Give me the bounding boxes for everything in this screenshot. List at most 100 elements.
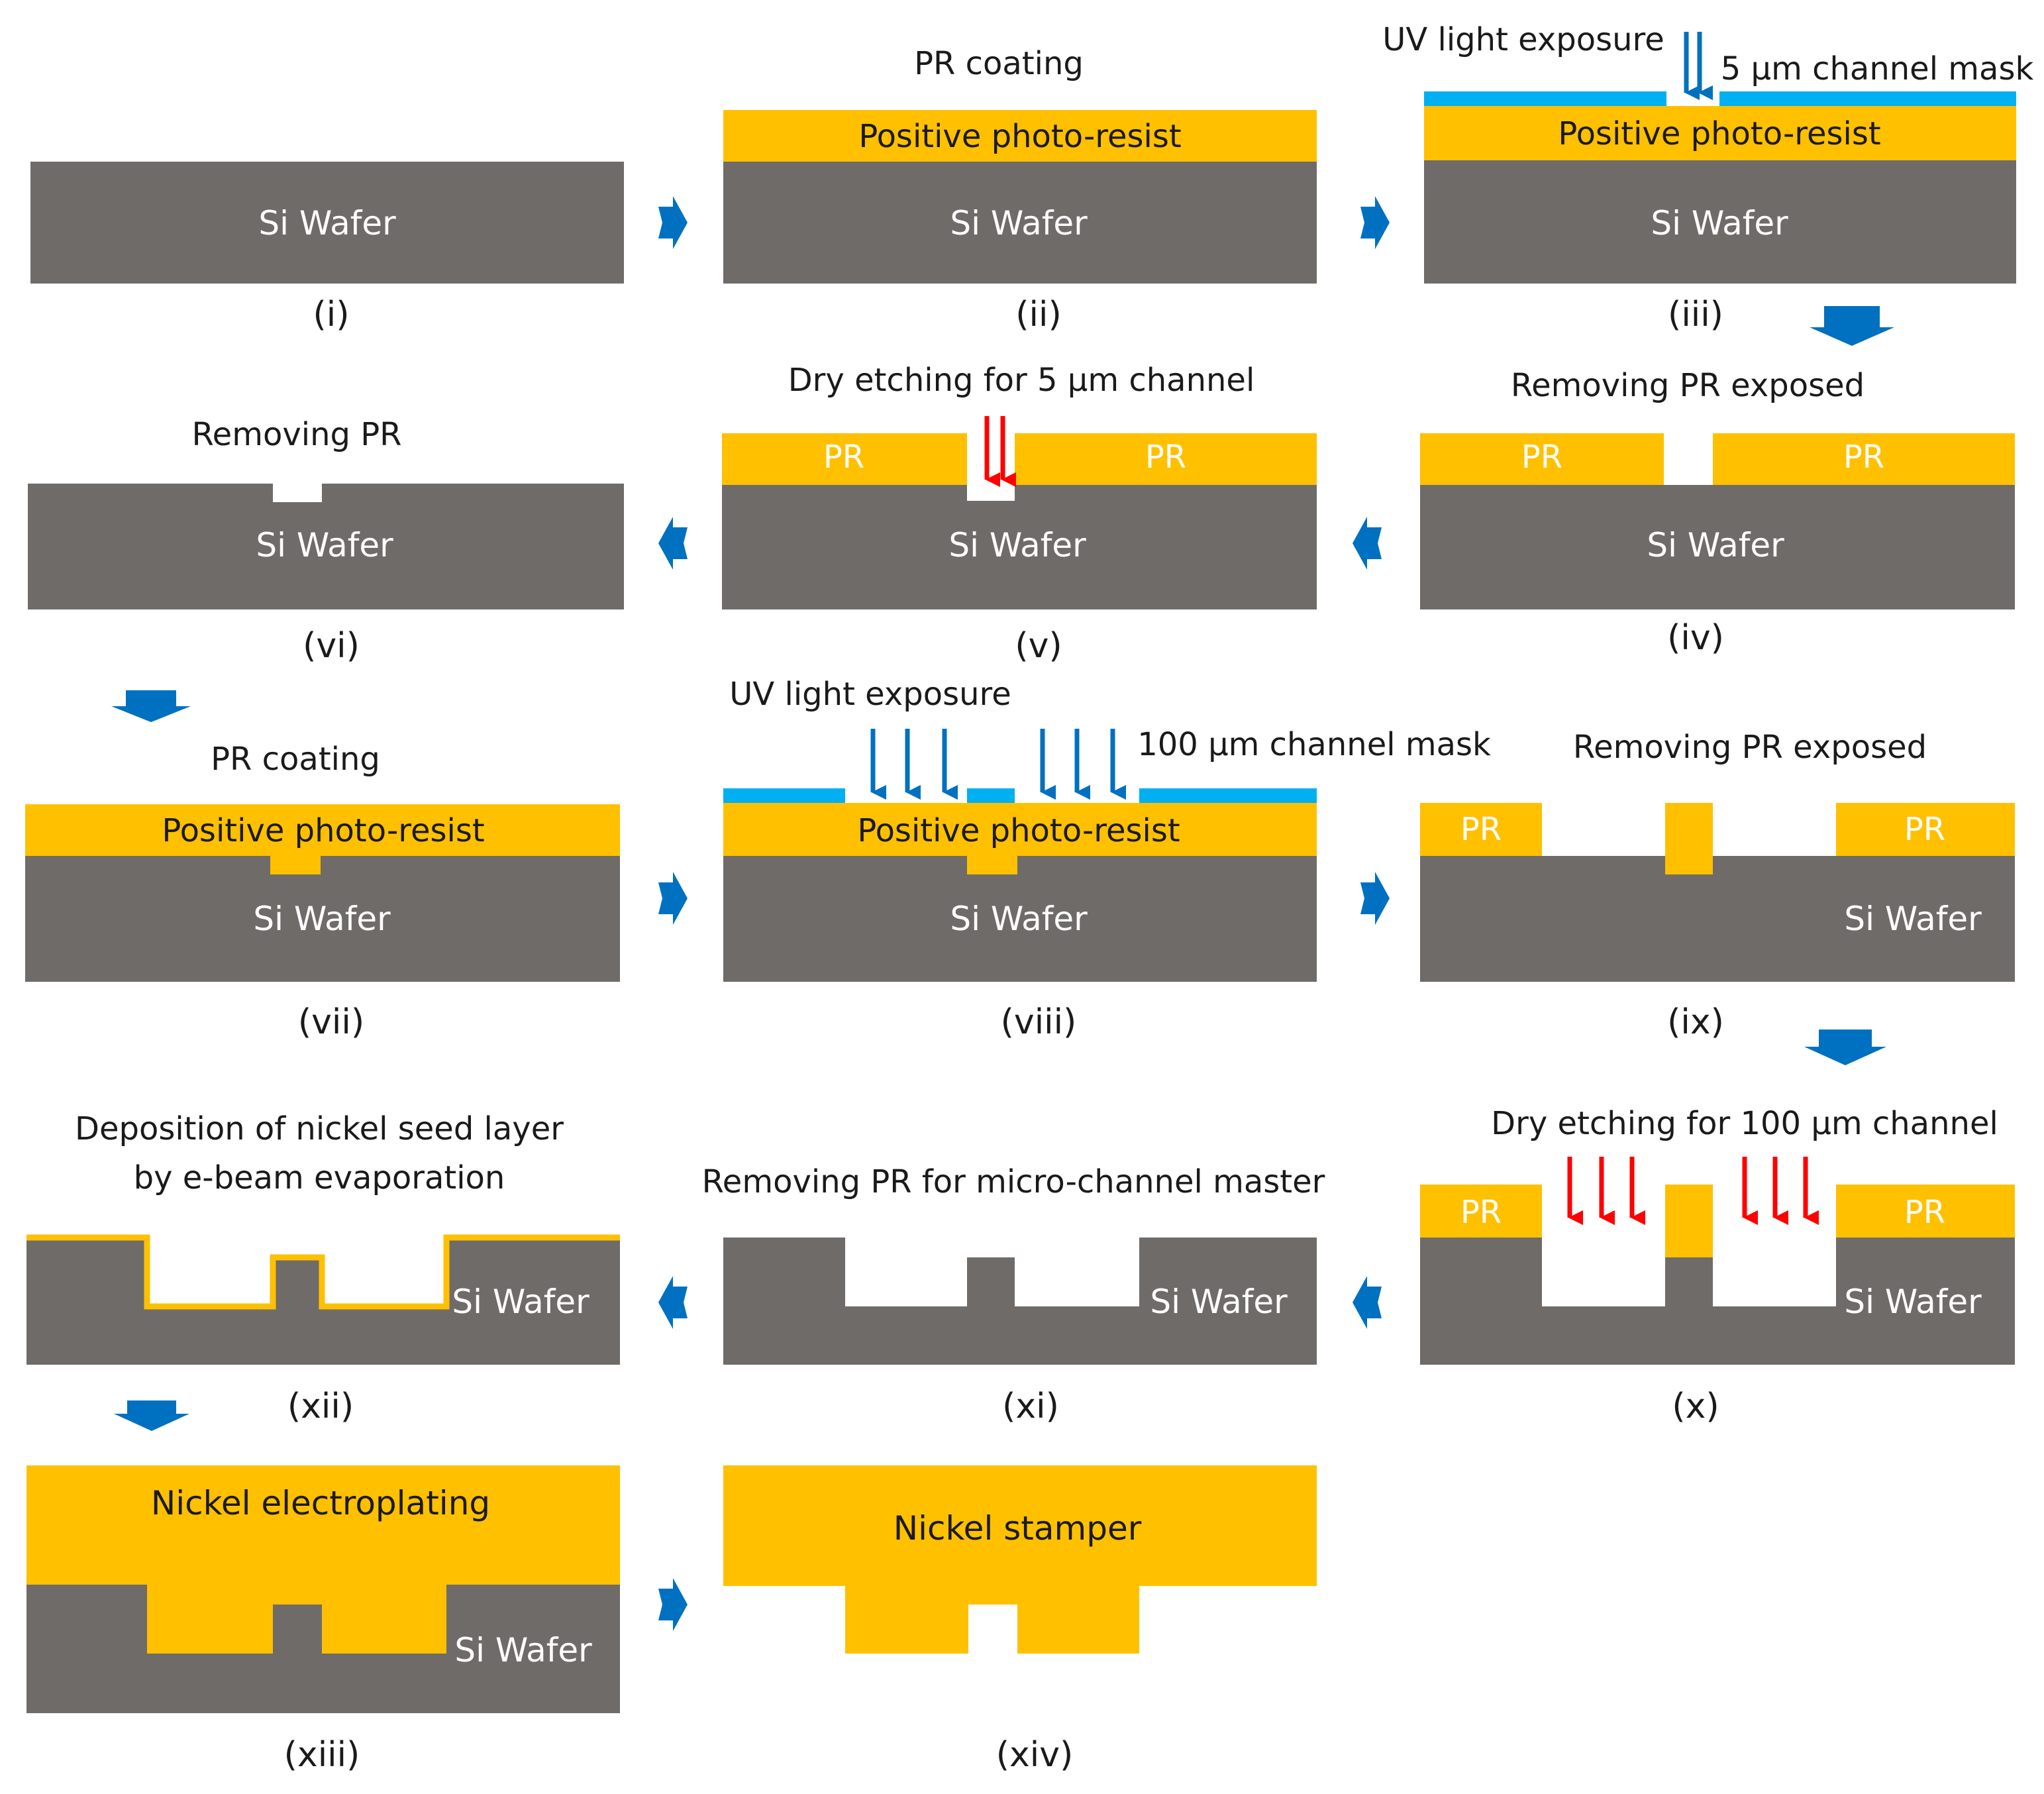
pr-block-center — [1665, 803, 1713, 874]
annotation-removing-pr-exposed: Removing PR exposed — [1573, 729, 1927, 766]
photo-resist-label: Positive photo-resist — [1558, 115, 1880, 152]
si-wafer-label: Si Wafer — [948, 526, 1086, 564]
annotation-removing-pr: Removing PR — [191, 416, 401, 453]
block-arrow-left-icon — [1353, 517, 1382, 570]
si-wafer-label: Si Wafer — [253, 900, 391, 938]
si-wafer-label: Si Wafer — [950, 900, 1088, 938]
annotation-uv-light-exposure: UV light exposure — [1382, 21, 1664, 58]
annotation-pr-coating: PR coating — [914, 45, 1084, 82]
block-arrow-right-icon — [1360, 872, 1390, 925]
pr-label: PR — [823, 439, 864, 476]
annotation-deposition-line2: by e-beam evaporation — [134, 1159, 505, 1196]
step-xiii: Nickel electroplating Si Wafer (xiii) — [26, 1465, 620, 1775]
si-wafer — [30, 162, 624, 284]
block-arrow-left-icon — [1353, 1276, 1382, 1329]
step-v: Dry etching for 5 μm channel PR PR Si Wa… — [722, 362, 1317, 666]
annotation-removing-pr-exposed: Removing PR exposed — [1511, 367, 1865, 404]
block-arrow-down-icon — [1804, 1029, 1886, 1065]
si-wafer-label: Si Wafer — [1844, 900, 1982, 938]
step-label: (vii) — [298, 1002, 364, 1042]
nickel-electroplating-label: Nickel electroplating — [151, 1484, 490, 1522]
si-wafer-label: Si Wafer — [452, 1283, 589, 1321]
annotation-dry-etching-5um: Dry etching for 5 μm channel — [788, 362, 1255, 399]
si-wafer-label: Si Wafer — [256, 526, 393, 564]
nickel-stamper — [723, 1465, 1317, 1654]
pr-label: PR — [1843, 439, 1884, 476]
pr-label: PR — [1460, 1194, 1502, 1231]
step-label: (iv) — [1667, 618, 1724, 658]
step-i: Si Wafer (i) — [30, 162, 624, 335]
pr-block-left — [1420, 1185, 1542, 1238]
step-iv: Removing PR exposed PR PR Si Wafer (iv) — [1420, 367, 2015, 658]
photo-resist-layer — [25, 804, 620, 874]
step-vi: Removing PR Si Wafer (vi) — [28, 416, 624, 666]
step-xiv: Nickel stamper (xiv) — [723, 1465, 1317, 1775]
mask-right — [1719, 91, 2016, 106]
step-label: (viii) — [1001, 1002, 1077, 1042]
si-wafer-label: Si Wafer — [1647, 526, 1784, 564]
annotation-mask-5um: 5 μm channel mask — [1721, 50, 2034, 87]
block-arrow-down-icon — [114, 1400, 189, 1431]
si-wafer — [1420, 1238, 2015, 1365]
mask-left — [723, 788, 845, 803]
photo-resist-layer — [723, 803, 1317, 874]
block-arrow-right-icon — [658, 1578, 688, 1631]
annotation-pr-coating: PR coating — [211, 741, 380, 778]
annotation-mask-100um: 100 μm channel mask — [1137, 726, 1491, 763]
block-arrow-right-icon — [658, 196, 688, 249]
si-wafer — [723, 162, 1317, 284]
mask-right — [1139, 788, 1317, 803]
pr-block-right — [1836, 1185, 2015, 1238]
step-xii: Deposition of nickel seed layer by e-bea… — [26, 1110, 620, 1426]
step-label: (vi) — [303, 626, 360, 666]
si-wafer-label: Si Wafer — [950, 204, 1088, 242]
nickel-stamper-label: Nickel stamper — [894, 1509, 1142, 1548]
si-wafer — [26, 1238, 620, 1365]
si-wafer — [1420, 856, 2015, 982]
step-label: (xi) — [1002, 1387, 1059, 1426]
step-label: (v) — [1015, 626, 1062, 666]
photo-resist-layer — [1424, 106, 2016, 160]
pr-label: PR — [1904, 1194, 1945, 1231]
photo-resist-label: Positive photo-resist — [857, 812, 1180, 849]
nickel-electroplating-layer — [26, 1465, 620, 1654]
si-wafer-label: Si Wafer — [1844, 1283, 1982, 1321]
step-xi: Removing PR for micro-channel master Si … — [702, 1163, 1325, 1426]
step-ix: Removing PR exposed PR PR Si Wafer (ix) — [1420, 729, 2015, 1042]
annotation-uv-light-exposure: UV light exposure — [729, 676, 1011, 713]
pr-block-center — [1665, 1185, 1713, 1257]
step-x: Dry etching for 100 μm channel PR PR Si … — [1420, 1105, 2015, 1426]
pr-label: PR — [1521, 439, 1562, 476]
step-label: (i) — [313, 295, 349, 335]
block-arrow-left-icon — [658, 517, 688, 570]
si-wafer — [25, 856, 620, 982]
pr-label: PR — [1460, 811, 1502, 848]
pr-block-right — [1015, 433, 1317, 485]
step-label: (xiii) — [284, 1735, 360, 1775]
step-vii: PR coating Positive photo-resist Si Wafe… — [25, 741, 620, 1042]
si-wafer-label: Si Wafer — [258, 204, 396, 242]
si-wafer — [723, 856, 1317, 982]
block-arrow-left-icon — [658, 1276, 688, 1329]
photo-resist-label: Positive photo-resist — [858, 118, 1181, 155]
pr-block-left — [1420, 803, 1542, 856]
si-wafer-label: Si Wafer — [454, 1631, 592, 1669]
step-iii: UV light exposure 5 μm channel mask Posi… — [1382, 21, 2033, 335]
step-label: (x) — [1672, 1387, 1719, 1426]
block-arrow-right-icon — [658, 872, 688, 925]
mask-center — [967, 788, 1015, 803]
pr-label: PR — [1145, 439, 1186, 476]
si-wafer — [1424, 160, 2016, 284]
annotation-deposition-line1: Deposition of nickel seed layer — [75, 1110, 564, 1147]
step-label: (iii) — [1668, 295, 1723, 335]
si-wafer — [28, 484, 624, 609]
step-label: (ii) — [1015, 295, 1061, 335]
pr-block-left — [1420, 433, 1664, 485]
photo-resist-label: Positive photo-resist — [162, 812, 484, 849]
si-wafer — [722, 485, 1317, 609]
pr-label: PR — [1904, 811, 1945, 848]
block-arrow-down-icon — [1810, 306, 1894, 346]
annotation-dry-etching-100um: Dry etching for 100 μm channel — [1491, 1105, 1998, 1142]
step-label: (xiv) — [996, 1735, 1074, 1775]
si-wafer — [1420, 485, 2015, 609]
